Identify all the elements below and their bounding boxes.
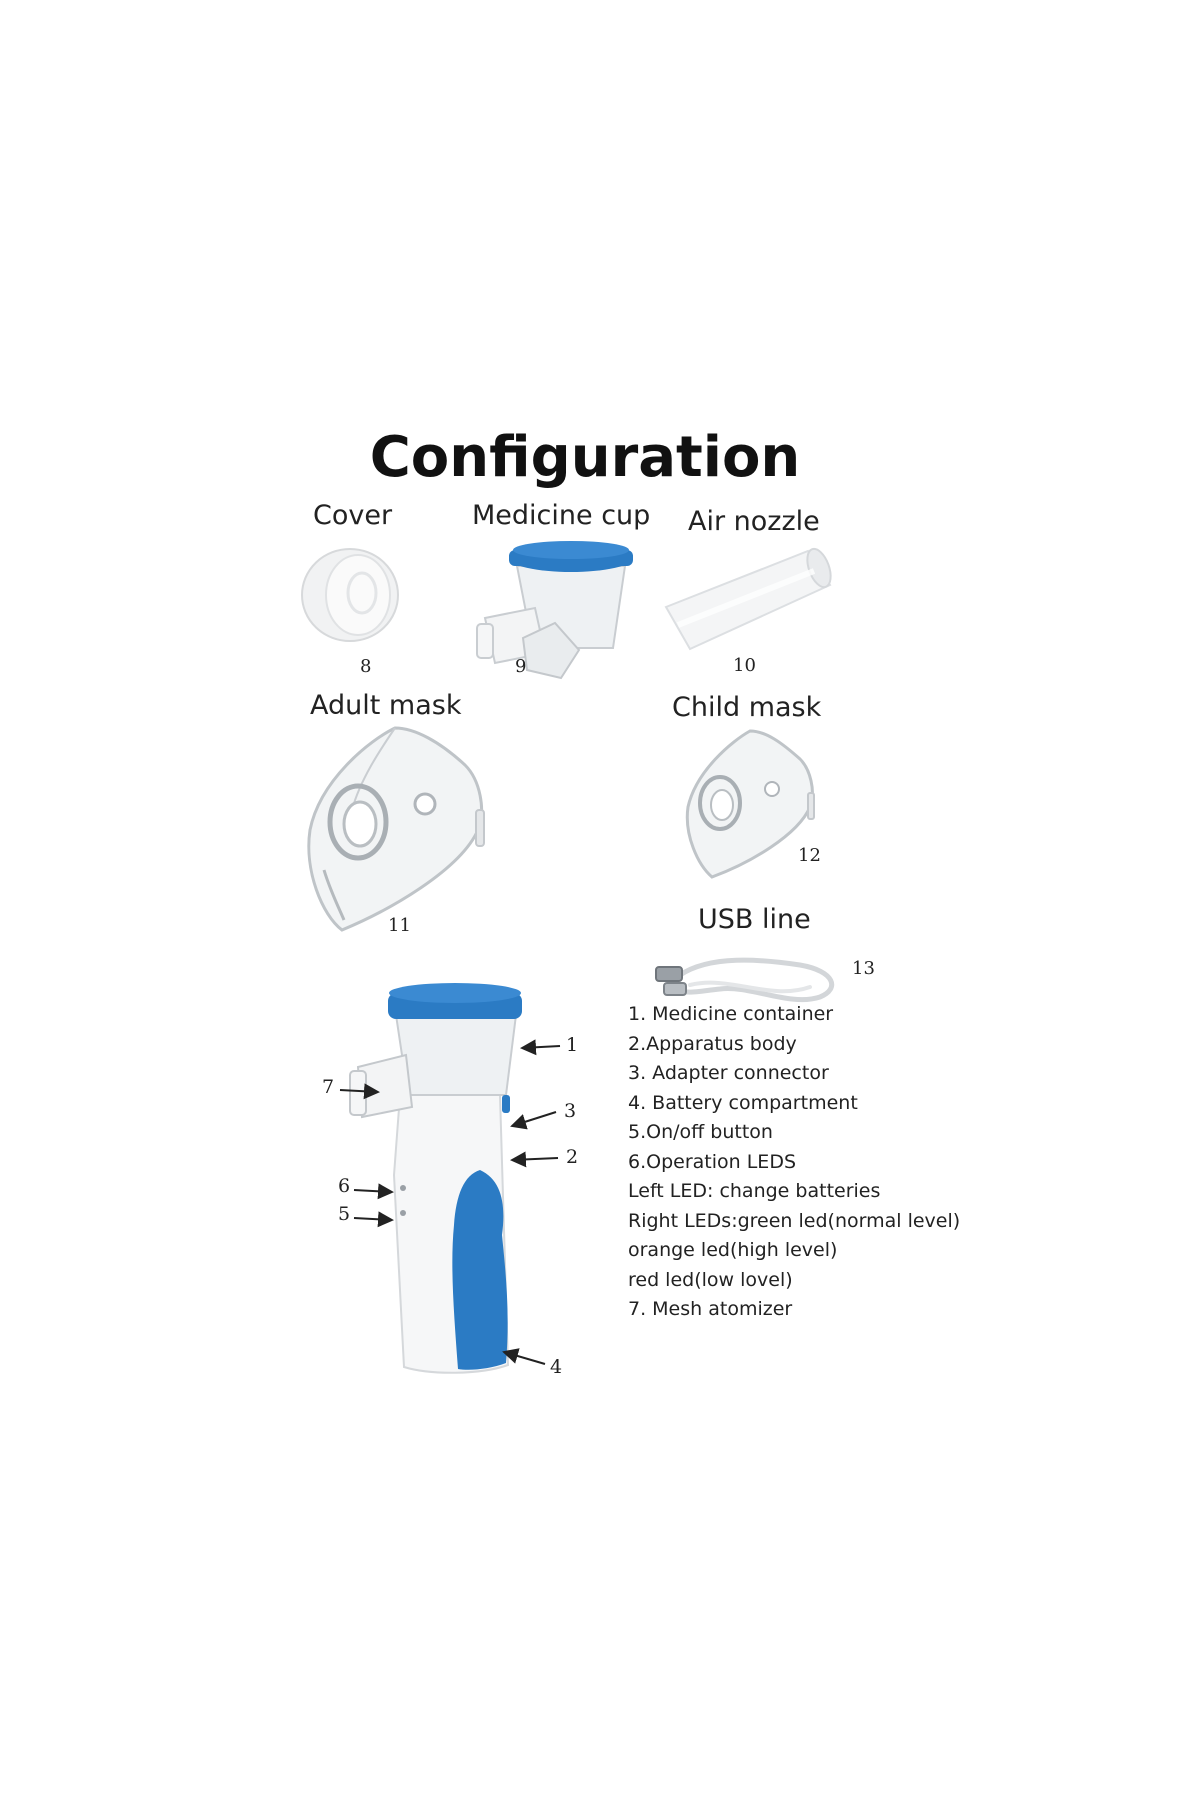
arrow-5 [353,1211,394,1228]
label-adult-mask: Adult mask [310,690,462,721]
arrow-1 [520,1039,561,1056]
callout-5: 5 [338,1203,351,1225]
number-child-mask: 12 [798,845,821,866]
number-usb-line: 13 [852,958,875,979]
number-air-nozzle: 10 [733,655,756,676]
legend-item: Right LEDs:green led(normal level) [628,1209,961,1232]
page-title: Configuration [369,425,801,490]
medicine-cup-illustration [476,541,633,680]
legend-item: 2.Apparatus body [628,1032,797,1055]
legend-item: 4. Battery compartment [628,1091,858,1114]
legend-item: red led(low lovel) [628,1268,793,1291]
legend-item: 6.Operation LEDS [628,1150,797,1173]
arrow-6 [353,1183,394,1200]
callout-4: 4 [550,1356,563,1378]
label-cover: Cover [313,500,393,531]
legend-item: 3. Adapter connector [628,1062,829,1084]
legend-item: 1. Medicine container [628,1003,834,1025]
child-mask-illustration [685,729,815,879]
legend-item: orange led(high level) [628,1239,838,1261]
parts-legend: 1. Medicine container 2.Apparatus body 3… [628,1000,1008,1325]
legend-item: 7. Mesh atomizer [628,1298,793,1320]
number-cover: 8 [360,656,372,677]
usb-line-illustration [655,957,834,1003]
callout-7: 7 [322,1076,335,1098]
adult-mask-illustration [307,726,485,932]
callout-3: 3 [564,1100,577,1122]
arrow-4 [502,1348,546,1365]
callout-6: 6 [338,1175,351,1197]
number-medicine-cup: 9 [515,656,527,677]
arrow-7 [339,1083,380,1100]
nebulizer-device-illustration [349,983,522,1374]
label-medicine-cup: Medicine cup [472,500,651,531]
legend-item: Left LED: change batteries [628,1180,881,1202]
number-adult-mask: 11 [388,915,411,936]
label-child-mask: Child mask [672,692,822,723]
legend-item: 5.On/off button [628,1121,773,1143]
callout-1: 1 [566,1034,579,1056]
arrow-3 [510,1111,557,1130]
cover-illustration [301,548,399,642]
label-air-nozzle: Air nozzle [688,506,820,537]
arrow-2 [510,1151,559,1168]
label-usb-line: USB line [698,904,811,935]
air-nozzle-illustration [664,547,832,651]
callout-2: 2 [566,1146,579,1168]
